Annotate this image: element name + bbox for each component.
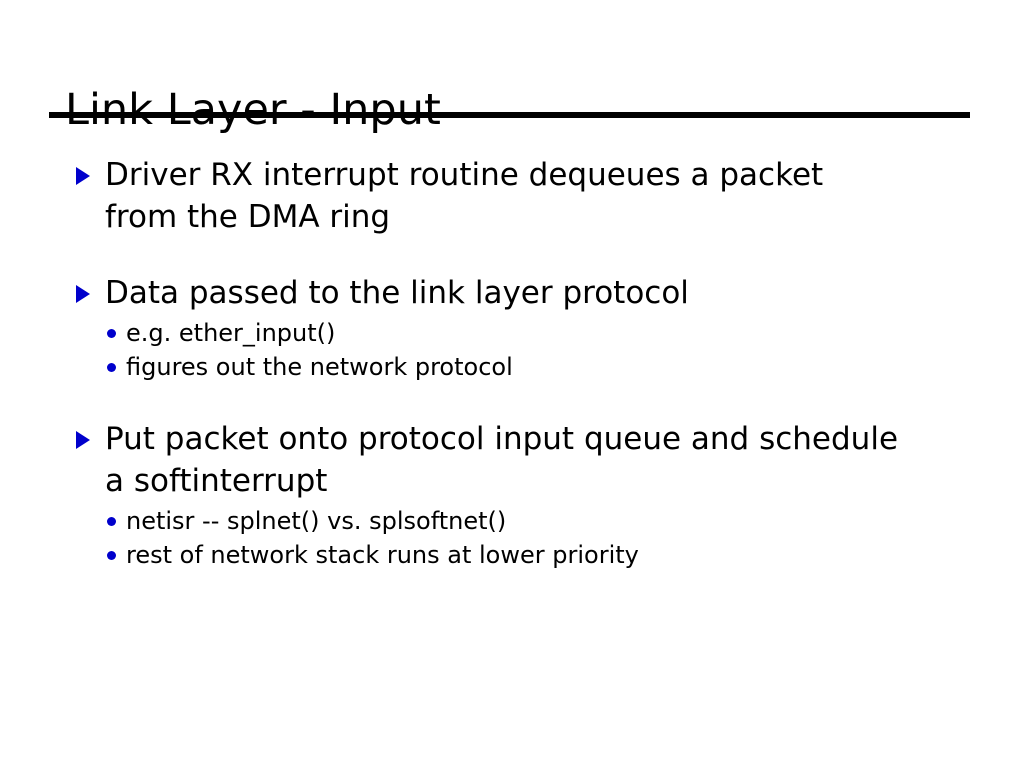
bullet-text: Put packet onto protocol input queue and…	[105, 421, 899, 499]
bullet-text: Data passed to the link layer protocol	[105, 275, 689, 311]
sub-bullet-item: e.g. ether_input()	[0, 316, 1024, 350]
sub-bullet-item: rest of network stack runs at lower prio…	[0, 538, 1024, 572]
sub-bullet-text: netisr -- splnet() vs. splsoftnet()	[126, 507, 507, 535]
sub-bullet-text: rest of network stack runs at lower prio…	[126, 541, 639, 569]
bullet-group: Put packet onto protocol input queue and…	[0, 418, 1024, 572]
sub-bullet-item: netisr -- splnet() vs. splsoftnet()	[0, 504, 1024, 538]
bullet-item: Data passed to the link layer protocol	[0, 272, 1024, 314]
triangle-right-icon	[76, 431, 90, 449]
bullet-item: Driver RX interrupt routine dequeues a p…	[0, 154, 1024, 238]
slide-body: Driver RX interrupt routine dequeues a p…	[0, 154, 1024, 572]
dot-icon	[107, 363, 116, 372]
sub-bullet-text: e.g. ether_input()	[126, 319, 336, 347]
sub-bullet-list: e.g. ether_input() figures out the netwo…	[0, 316, 1024, 384]
dot-icon	[107, 329, 116, 338]
sub-bullet-text: figures out the network protocol	[126, 353, 513, 381]
triangle-right-icon	[76, 167, 90, 185]
page-title: Link Layer - Input	[65, 84, 441, 135]
bullet-group: Data passed to the link layer protocol e…	[0, 272, 1024, 384]
bullet-item: Put packet onto protocol input queue and…	[0, 418, 1024, 502]
triangle-right-icon	[76, 285, 90, 303]
dot-icon	[107, 551, 116, 560]
bullet-group: Driver RX interrupt routine dequeues a p…	[0, 154, 1024, 238]
bullet-text: Driver RX interrupt routine dequeues a p…	[105, 157, 824, 235]
title-divider	[49, 112, 970, 118]
sub-bullet-item: figures out the network protocol	[0, 350, 1024, 384]
sub-bullet-list: netisr -- splnet() vs. splsoftnet() rest…	[0, 504, 1024, 572]
dot-icon	[107, 517, 116, 526]
